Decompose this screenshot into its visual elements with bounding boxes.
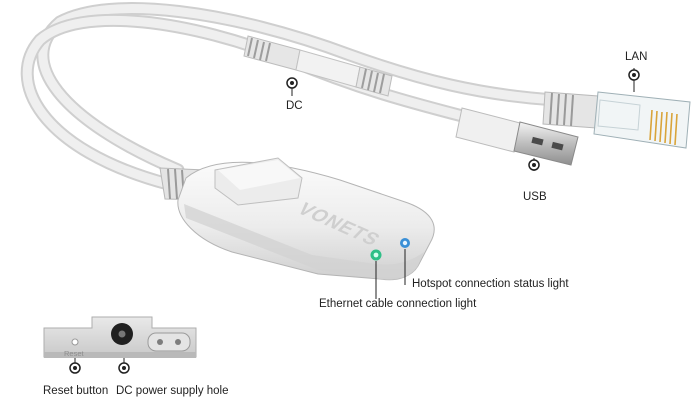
- callout-usb: USB: [523, 191, 547, 203]
- callout-dc: DC: [286, 100, 303, 112]
- callout-ethernet-light: Ethernet cable connection light: [319, 298, 477, 310]
- router-device: VONETS: [177, 157, 435, 281]
- callout-hotspot-light: Hotspot connection status light: [412, 278, 569, 290]
- callout-reset-button: Reset button: [43, 385, 109, 397]
- micro-port: [147, 332, 191, 352]
- callout-dc-hole: DC power supply hole: [116, 385, 229, 397]
- callout-dots: [69, 69, 640, 374]
- lan-rj45-plug: [542, 91, 691, 149]
- callout-lan: LAN: [625, 51, 648, 63]
- port-panel: Reset: [43, 316, 197, 358]
- cables: [20, 2, 562, 191]
- reset-button-hole: [71, 338, 79, 346]
- dc-inline-connector: [243, 35, 393, 97]
- usb-plug: [455, 107, 579, 166]
- reset-imprint: Reset: [64, 349, 85, 358]
